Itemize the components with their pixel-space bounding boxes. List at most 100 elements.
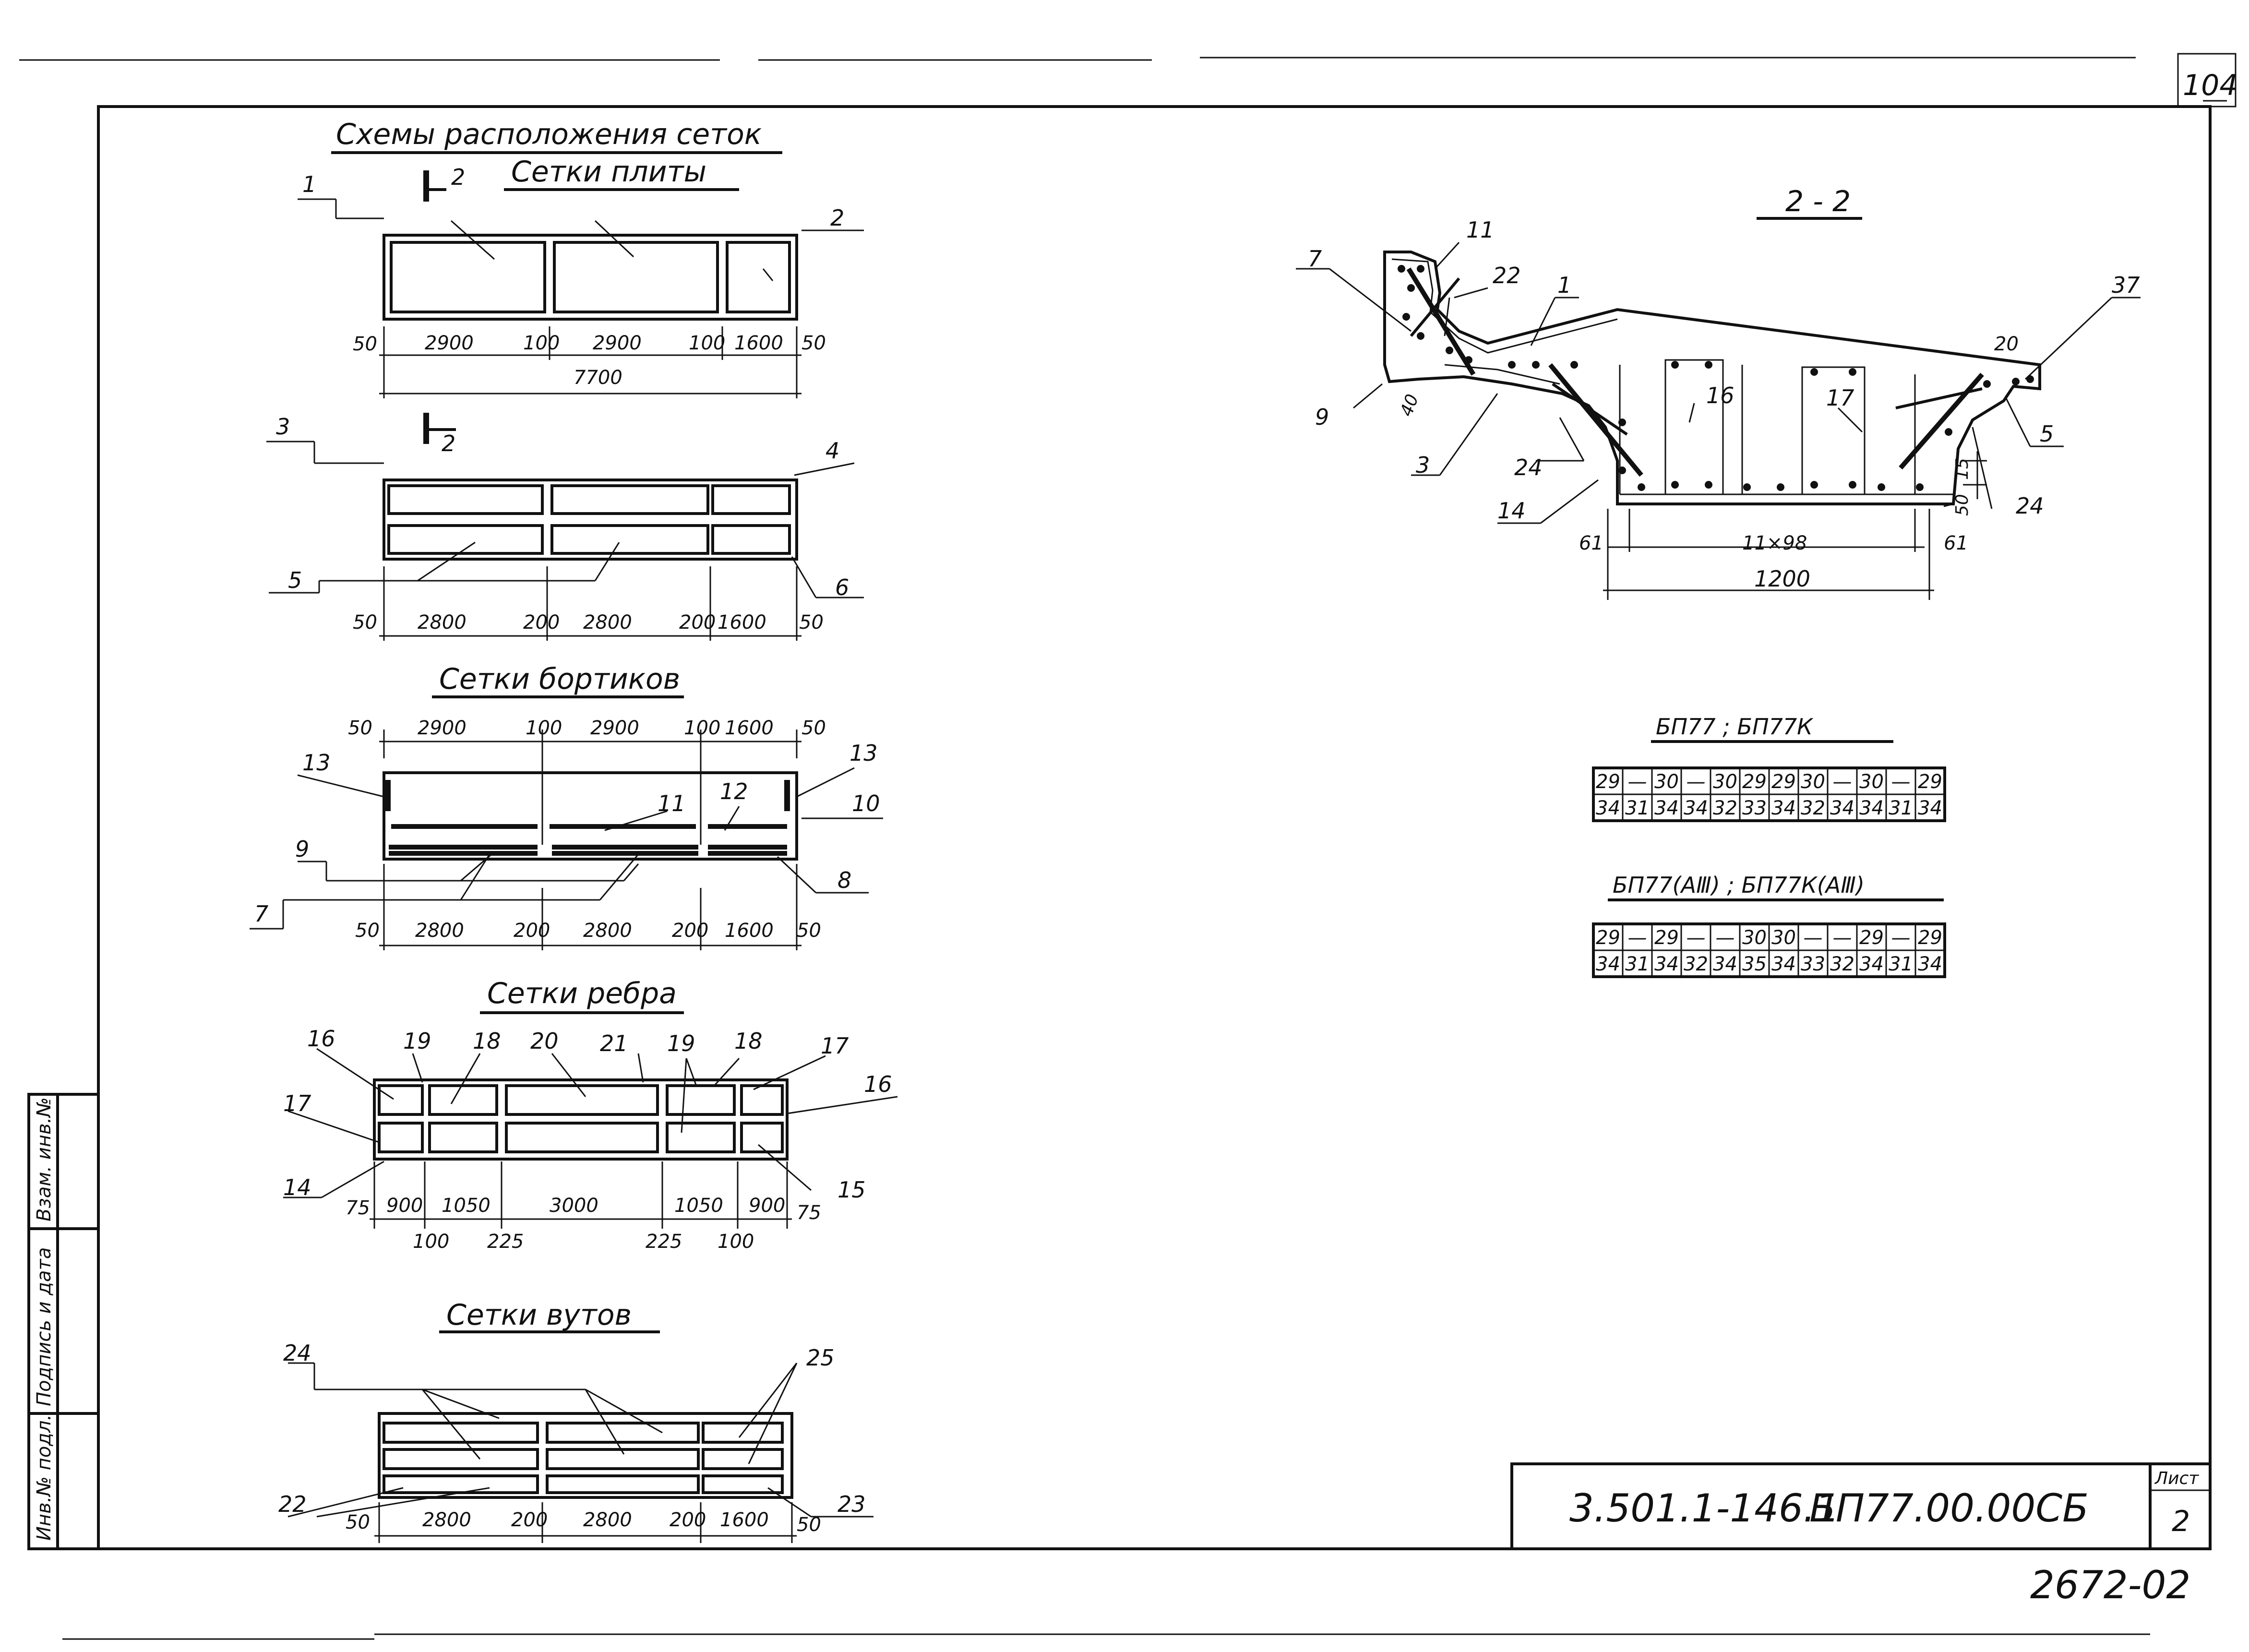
- rib-callout-top-6: 18: [734, 1028, 763, 1054]
- table1-cell: 29: [1596, 771, 1620, 793]
- section-dim-mid: 11×98: [1742, 532, 1807, 554]
- title-section-2-2: 2 - 2: [1785, 185, 1851, 218]
- curb-callout-9: 9: [295, 836, 309, 862]
- title-slab-meshes: Сетки плиты: [511, 155, 706, 189]
- table1-cell: 32: [1713, 797, 1737, 819]
- table1-cell: 34: [1684, 797, 1708, 819]
- slab-mesh-diagram: [298, 198, 864, 321]
- haunch-dim-2: 200: [511, 1509, 548, 1531]
- rib-dim-bottom-3: 100: [718, 1231, 754, 1253]
- slab-lower-mesh-diagram: [266, 441, 864, 599]
- section-callout-15: 15: [1952, 458, 1972, 480]
- title-haunch-meshes: Сетки вутов: [446, 1298, 632, 1332]
- table1-cell: 31: [1889, 797, 1913, 819]
- rib-dim-5: 900: [749, 1195, 785, 1217]
- section-callout-14: 14: [1497, 498, 1526, 524]
- table1-cell: —: [1833, 771, 1852, 793]
- rib-callout-top-0: 16: [307, 1026, 335, 1052]
- table2-cell: 34: [1596, 953, 1620, 975]
- section-callout-7: 7: [1308, 246, 1322, 272]
- top-guide-lines: [19, 57, 2227, 102]
- section-2-2-drawing: [1296, 241, 2141, 600]
- callout-slab-5: 5: [288, 567, 302, 593]
- slab-dim-0: 50: [353, 333, 377, 355]
- rib-callout-side-2: 16: [864, 1071, 892, 1097]
- table2-cell: 30: [1742, 927, 1767, 949]
- haunch-callout-23: 23: [837, 1491, 866, 1517]
- curb-dim-bottom-3: 2800: [583, 920, 632, 942]
- curb-callout-10: 10: [852, 790, 880, 816]
- slab-lower-dim-1: 2800: [418, 611, 467, 634]
- curb-callout-8: 8: [837, 867, 851, 893]
- table1-grid: [1592, 766, 1946, 822]
- bottom-archive-code: 2672-02: [2030, 1563, 2190, 1607]
- callout-slab-4: 4: [825, 438, 839, 464]
- rib-callout-side-3: 15: [837, 1177, 866, 1203]
- section-callout-5: 5: [2040, 421, 2054, 447]
- haunch-dim-0: 50: [346, 1511, 370, 1533]
- table1-cell: 34: [1859, 797, 1884, 819]
- sheet-number: 104: [2183, 69, 2238, 102]
- rib-callout-top-7: 17: [821, 1033, 849, 1059]
- title-block-document: БП77.00.00СБ: [1809, 1486, 2089, 1531]
- section-callout-40: 40: [1397, 392, 1423, 419]
- table2-cell: 29: [1918, 927, 1942, 949]
- rib-dim-2: 1050: [442, 1195, 490, 1217]
- slab-lower-dimension-line: [379, 566, 802, 641]
- slab-dimension-line: [379, 326, 802, 398]
- slab-dim-5: 1600: [734, 332, 783, 354]
- table2-cell: 32: [1830, 953, 1854, 975]
- curb-dimension-top: [379, 730, 802, 845]
- table1-cell: —: [1687, 771, 1706, 793]
- table2-cell: 31: [1889, 953, 1913, 975]
- table1-cell: 30: [1801, 771, 1825, 793]
- haunch-callout-24: 24: [283, 1340, 311, 1366]
- haunch-dimension-line: [374, 1502, 797, 1543]
- rib-dim-bottom-1: 225: [487, 1231, 524, 1253]
- curb-dim-top-2: 100: [526, 717, 562, 739]
- table1-cell: 29: [1918, 771, 1942, 793]
- curb-callout-11: 11: [658, 790, 686, 816]
- curb-callout-13-right: 13: [849, 740, 878, 766]
- haunch-callout-22: 22: [278, 1491, 307, 1517]
- curb-dim-top-5: 1600: [725, 717, 774, 739]
- sheet-number-box: [2177, 53, 2237, 108]
- table2-cell: —: [1687, 927, 1706, 949]
- title-mesh-layout: Схемы расположения сеток: [336, 118, 762, 151]
- haunch-dim-5: 1600: [720, 1509, 769, 1531]
- rib-callout-top-5: 19: [667, 1030, 695, 1056]
- curb-dim-top-6: 50: [802, 717, 826, 739]
- curb-dim-top-4: 100: [684, 717, 720, 739]
- slab-lower-dim-4: 200: [679, 611, 716, 634]
- sheet-frame: [97, 105, 2212, 1550]
- curb-dim-top-3: 2900: [590, 717, 639, 739]
- curb-dim-top-1: 2900: [418, 717, 467, 739]
- slab-dim-2: 100: [523, 332, 560, 354]
- section-dim-total: 1200: [1754, 566, 1810, 592]
- callout-slab-6: 6: [835, 575, 849, 600]
- table1-cell: 34: [1771, 797, 1796, 819]
- table2-cell: 34: [1771, 953, 1796, 975]
- table1-cell: 32: [1801, 797, 1825, 819]
- slab-dim-total: 7700: [574, 367, 622, 389]
- table1-cell: 34: [1830, 797, 1854, 819]
- table2-cell: 34: [1654, 953, 1679, 975]
- title-rib-meshes: Сетки ребра: [487, 977, 677, 1010]
- title-curb-meshes: Сетки бортиков: [439, 662, 680, 696]
- table1-cell: 33: [1742, 797, 1767, 819]
- curb-dim-bottom-5: 1600: [725, 920, 774, 942]
- side-stamp: Инв.№ подл. Подпись и дата Взам. инв.№: [27, 1093, 100, 1550]
- rib-dim-6: 75: [797, 1202, 821, 1224]
- haunch-dim-1: 2800: [422, 1509, 471, 1531]
- section-callout-16: 16: [1706, 383, 1735, 408]
- table1-cell: 29: [1771, 771, 1796, 793]
- section-callout-20: 20: [1994, 333, 2019, 355]
- rib-dim-1: 900: [386, 1195, 423, 1217]
- table2-cell: 34: [1859, 953, 1884, 975]
- rib-mesh-diagram: [283, 1048, 898, 1198]
- slab-dim-3: 2900: [593, 332, 642, 354]
- section-callout-11: 11: [1466, 217, 1495, 243]
